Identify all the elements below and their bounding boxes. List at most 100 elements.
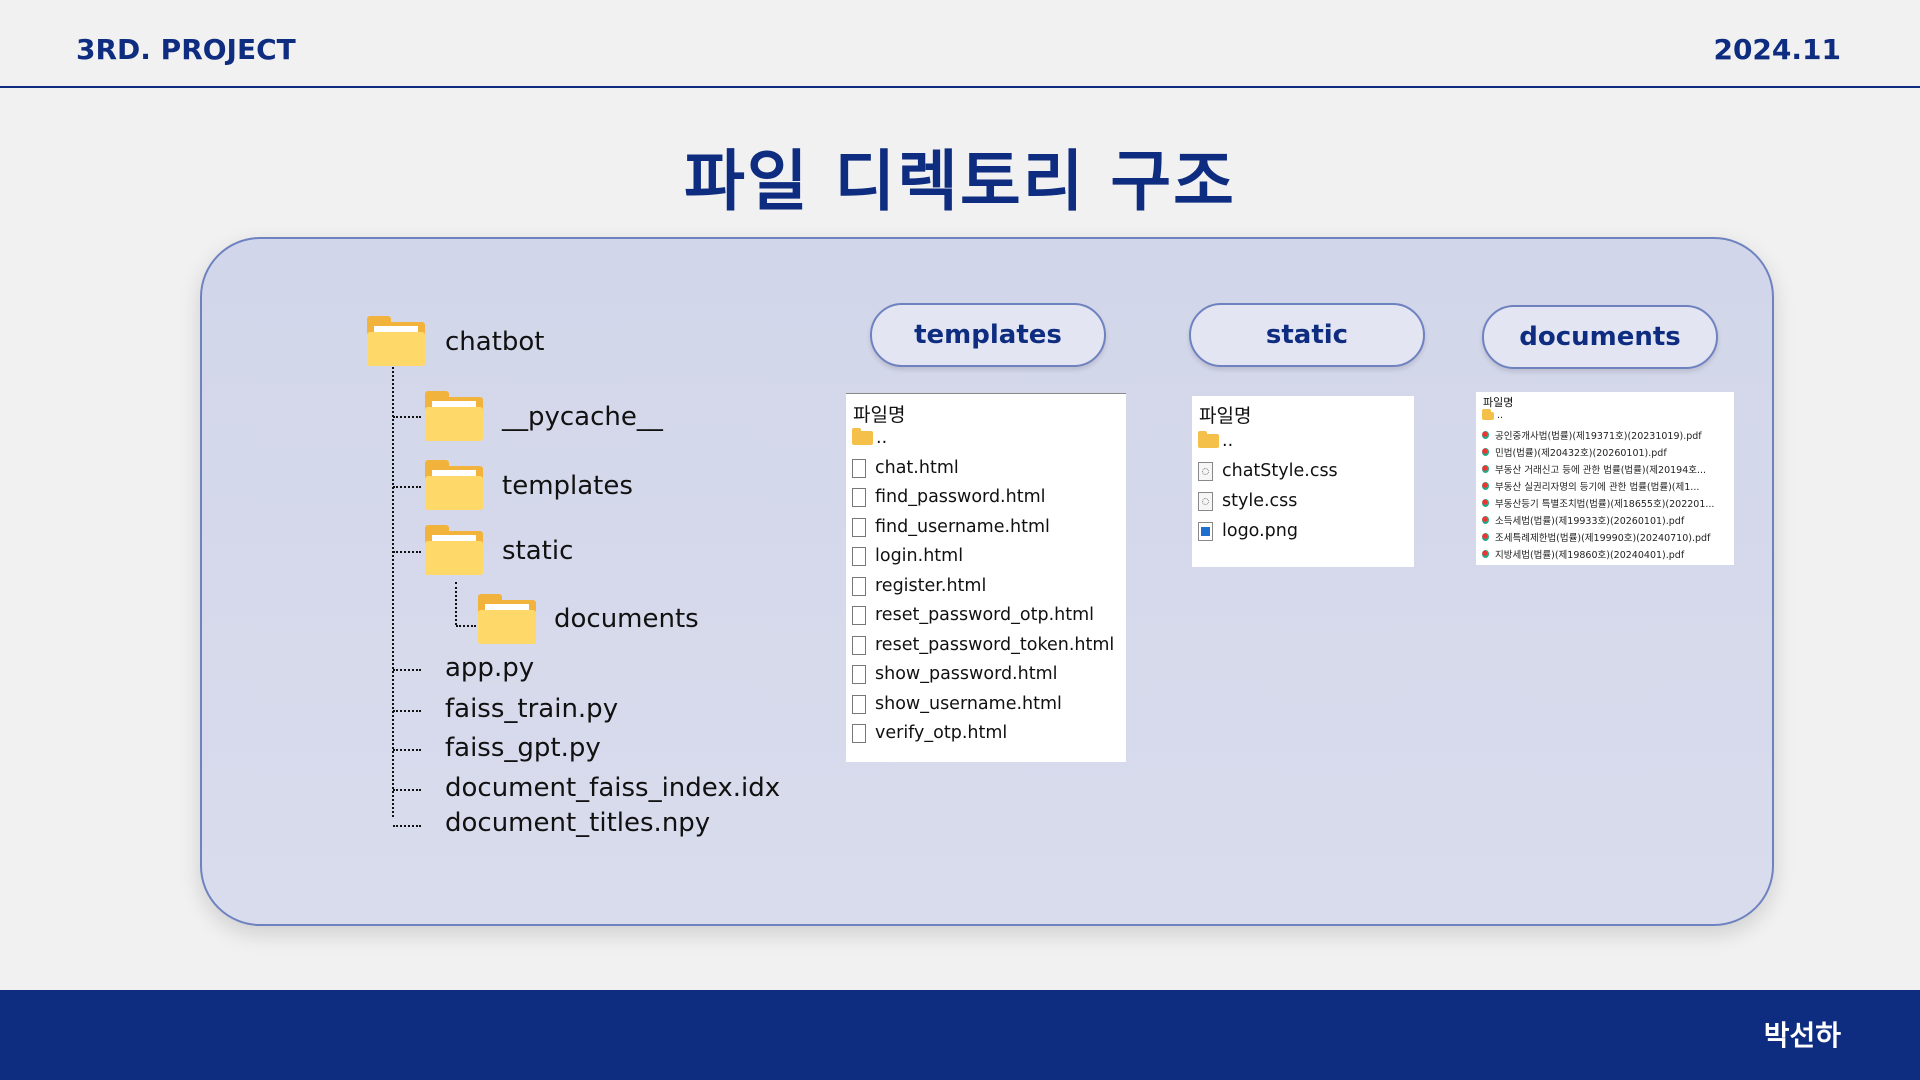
tree-connector (393, 486, 421, 488)
css-file-icon (1198, 491, 1213, 511)
file-icon (852, 458, 866, 478)
footer-bar: 박선하 (0, 990, 1920, 1080)
file-icon (852, 605, 866, 625)
tree-connector (393, 669, 421, 671)
list-item: 부동산 실권리자명의 등기에 관한 법률(법률)(제1... (1482, 477, 1699, 494)
list-item: chat.html (852, 456, 959, 480)
file-icon (852, 664, 866, 684)
pdf-icon (1482, 430, 1489, 439)
tree-connector (393, 416, 421, 418)
folder-icon (367, 316, 425, 366)
list-item: login.html (852, 544, 963, 568)
pdf-icon (1482, 481, 1489, 490)
list-item: 소득세법(법률)(제19933호)(20260101).pdf (1482, 511, 1684, 528)
tree-vertical-line (392, 367, 394, 817)
templates-file-list: 파일명 .. chat.html find_password.html find… (846, 393, 1126, 762)
folder-icon (478, 594, 536, 644)
file-name: 부동산 거래신고 등에 관한 법률(법률)(제20194호... (1495, 464, 1707, 476)
tree-connector (393, 551, 421, 553)
file-name: logo.png (1222, 521, 1298, 541)
pdf-icon (1482, 515, 1489, 524)
templates-pill: templates (870, 303, 1106, 367)
file-icon (852, 635, 866, 655)
folder-icon (852, 428, 873, 445)
css-file-icon (1198, 461, 1213, 481)
tree-connector (393, 710, 421, 712)
file-name: show_password.html (875, 664, 1058, 684)
tree-root-label: chatbot (445, 327, 545, 357)
file-name: 지방세법(법률)(제19860호)(20240401).pdf (1495, 549, 1685, 561)
file-name: 조세특례제한법(법률)(제19990호)(20240710).pdf (1495, 532, 1711, 544)
file-name: find_password.html (875, 487, 1046, 507)
project-label: 3RD. PROJECT (76, 33, 296, 66)
file-name: 부동산 실권리자명의 등기에 관한 법률(법률)(제1... (1495, 481, 1700, 493)
tree-file-label: faiss_gpt.py (445, 733, 601, 763)
page-title: 파일 디렉토리 구조 (684, 143, 1236, 220)
file-name: 부동산등기 특별조치법(법률)(제18655호)(202201... (1495, 498, 1715, 510)
folder-icon (425, 460, 483, 510)
tree-folder-label: __pycache__ (502, 402, 663, 432)
parent-folder-row: .. (1482, 407, 1503, 424)
file-name: chatStyle.css (1222, 461, 1338, 481)
static-pill: static (1189, 303, 1425, 367)
tree-vertical-line-static (455, 582, 457, 625)
documents-file-list: 파일명 .. 공인중개사법(법률)(제19371호)(20231019).pdf… (1476, 392, 1734, 565)
list-item: show_username.html (852, 692, 1062, 716)
list-item: reset_password_token.html (852, 633, 1114, 657)
file-name: 소득세법(법률)(제19933호)(20260101).pdf (1495, 515, 1685, 527)
list-item: 부동산 거래신고 등에 관한 법률(법률)(제20194호... (1482, 460, 1706, 477)
list-item: reset_password_otp.html (852, 603, 1094, 627)
date-label: 2024.11 (1713, 33, 1841, 66)
directory-panel: chatbot __pycache__ templates static doc… (200, 237, 1774, 926)
list-item: 공인중개사법(법률)(제19371호)(20231019).pdf (1482, 426, 1702, 443)
tree-folder-label: static (502, 536, 574, 566)
file-icon (852, 517, 866, 537)
pdf-icon (1482, 532, 1489, 541)
list-item: verify_otp.html (852, 721, 1007, 745)
folder-icon (1198, 431, 1219, 448)
parent-folder-row: .. (852, 426, 887, 450)
list-item: logo.png (1198, 519, 1298, 543)
parent-folder-label: .. (1222, 431, 1234, 451)
tree-file-label: faiss_train.py (445, 694, 619, 724)
file-name: reset_password_otp.html (875, 605, 1095, 625)
file-icon (852, 723, 866, 743)
author-name: 박선하 (1763, 1019, 1841, 1052)
file-name: login.html (875, 546, 964, 566)
list-item: 부동산등기 특별조치법(법률)(제18655호)(202201... (1482, 494, 1714, 511)
file-name: reset_password_token.html (875, 635, 1115, 655)
pdf-icon (1482, 549, 1489, 558)
parent-folder-label: .. (1497, 410, 1504, 421)
tree-folder-label: templates (502, 471, 633, 501)
parent-folder-label: .. (876, 428, 888, 448)
list-item: 지방세법(법률)(제19860호)(20240401).pdf (1482, 545, 1684, 562)
file-name: find_username.html (875, 517, 1050, 537)
image-file-icon (1198, 521, 1213, 541)
list-item: show_password.html (852, 662, 1058, 686)
list-header: 파일명 (1483, 396, 1514, 409)
list-item: 민법(법률)(제20432호)(20260101).pdf (1482, 443, 1667, 460)
tree-file-label: document_titles.npy (445, 808, 711, 838)
list-item: find_username.html (852, 515, 1050, 539)
file-icon (852, 694, 866, 714)
file-icon (852, 487, 866, 507)
pdf-icon (1482, 447, 1489, 456)
tree-connector (393, 749, 421, 751)
file-icon (852, 546, 866, 566)
tree-file-label: app.py (445, 653, 535, 683)
pdf-icon (1482, 498, 1489, 507)
documents-pill: documents (1482, 305, 1718, 369)
file-name: 민법(법률)(제20432호)(20260101).pdf (1495, 447, 1667, 459)
file-name: chat.html (875, 458, 959, 478)
file-icon (852, 576, 866, 596)
header-divider (0, 86, 1920, 88)
list-header: 파일명 (853, 404, 906, 426)
file-name: verify_otp.html (875, 723, 1008, 743)
tree-connector (456, 625, 476, 627)
file-name: register.html (875, 576, 987, 596)
tree-connector (393, 825, 421, 827)
list-item: register.html (852, 574, 986, 598)
list-item: chatStyle.css (1198, 459, 1338, 483)
list-item: find_password.html (852, 485, 1045, 509)
tree-connector (393, 789, 421, 791)
